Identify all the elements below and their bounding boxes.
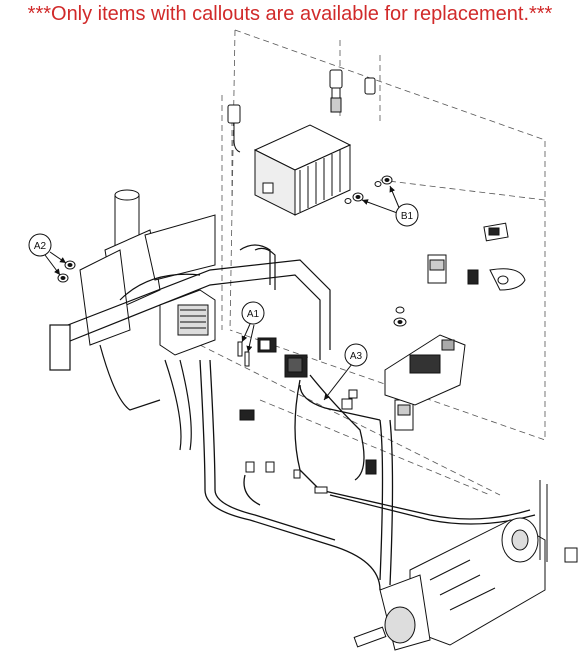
transaxle (353, 480, 578, 651)
charger-housing (159, 289, 216, 356)
chassis-frame (49, 244, 331, 451)
a2-hardware (57, 260, 76, 283)
explode-frame (199, 29, 546, 496)
replacement-notice: ***Only items with callouts are availabl… (27, 3, 553, 25)
callout-leaders (44, 185, 401, 401)
harness-plugs (239, 354, 414, 494)
callout-a3: A3 (344, 343, 368, 367)
tiller-console (384, 222, 526, 406)
seat-post-assembly (79, 189, 216, 346)
callout-b1: B1 (395, 203, 419, 227)
a1-hardware (237, 337, 277, 367)
callout-a1: A1 (241, 301, 265, 325)
svg-text:B1: B1 (401, 211, 414, 222)
motor-controller (253, 124, 352, 216)
svg-text:A3: A3 (350, 351, 363, 362)
svg-text:A2: A2 (34, 241, 47, 252)
callout-a2: A2 (28, 233, 52, 257)
controller-harness-connectors (227, 69, 376, 153)
svg-text:A1: A1 (247, 309, 260, 320)
b1-hardware (344, 175, 393, 204)
